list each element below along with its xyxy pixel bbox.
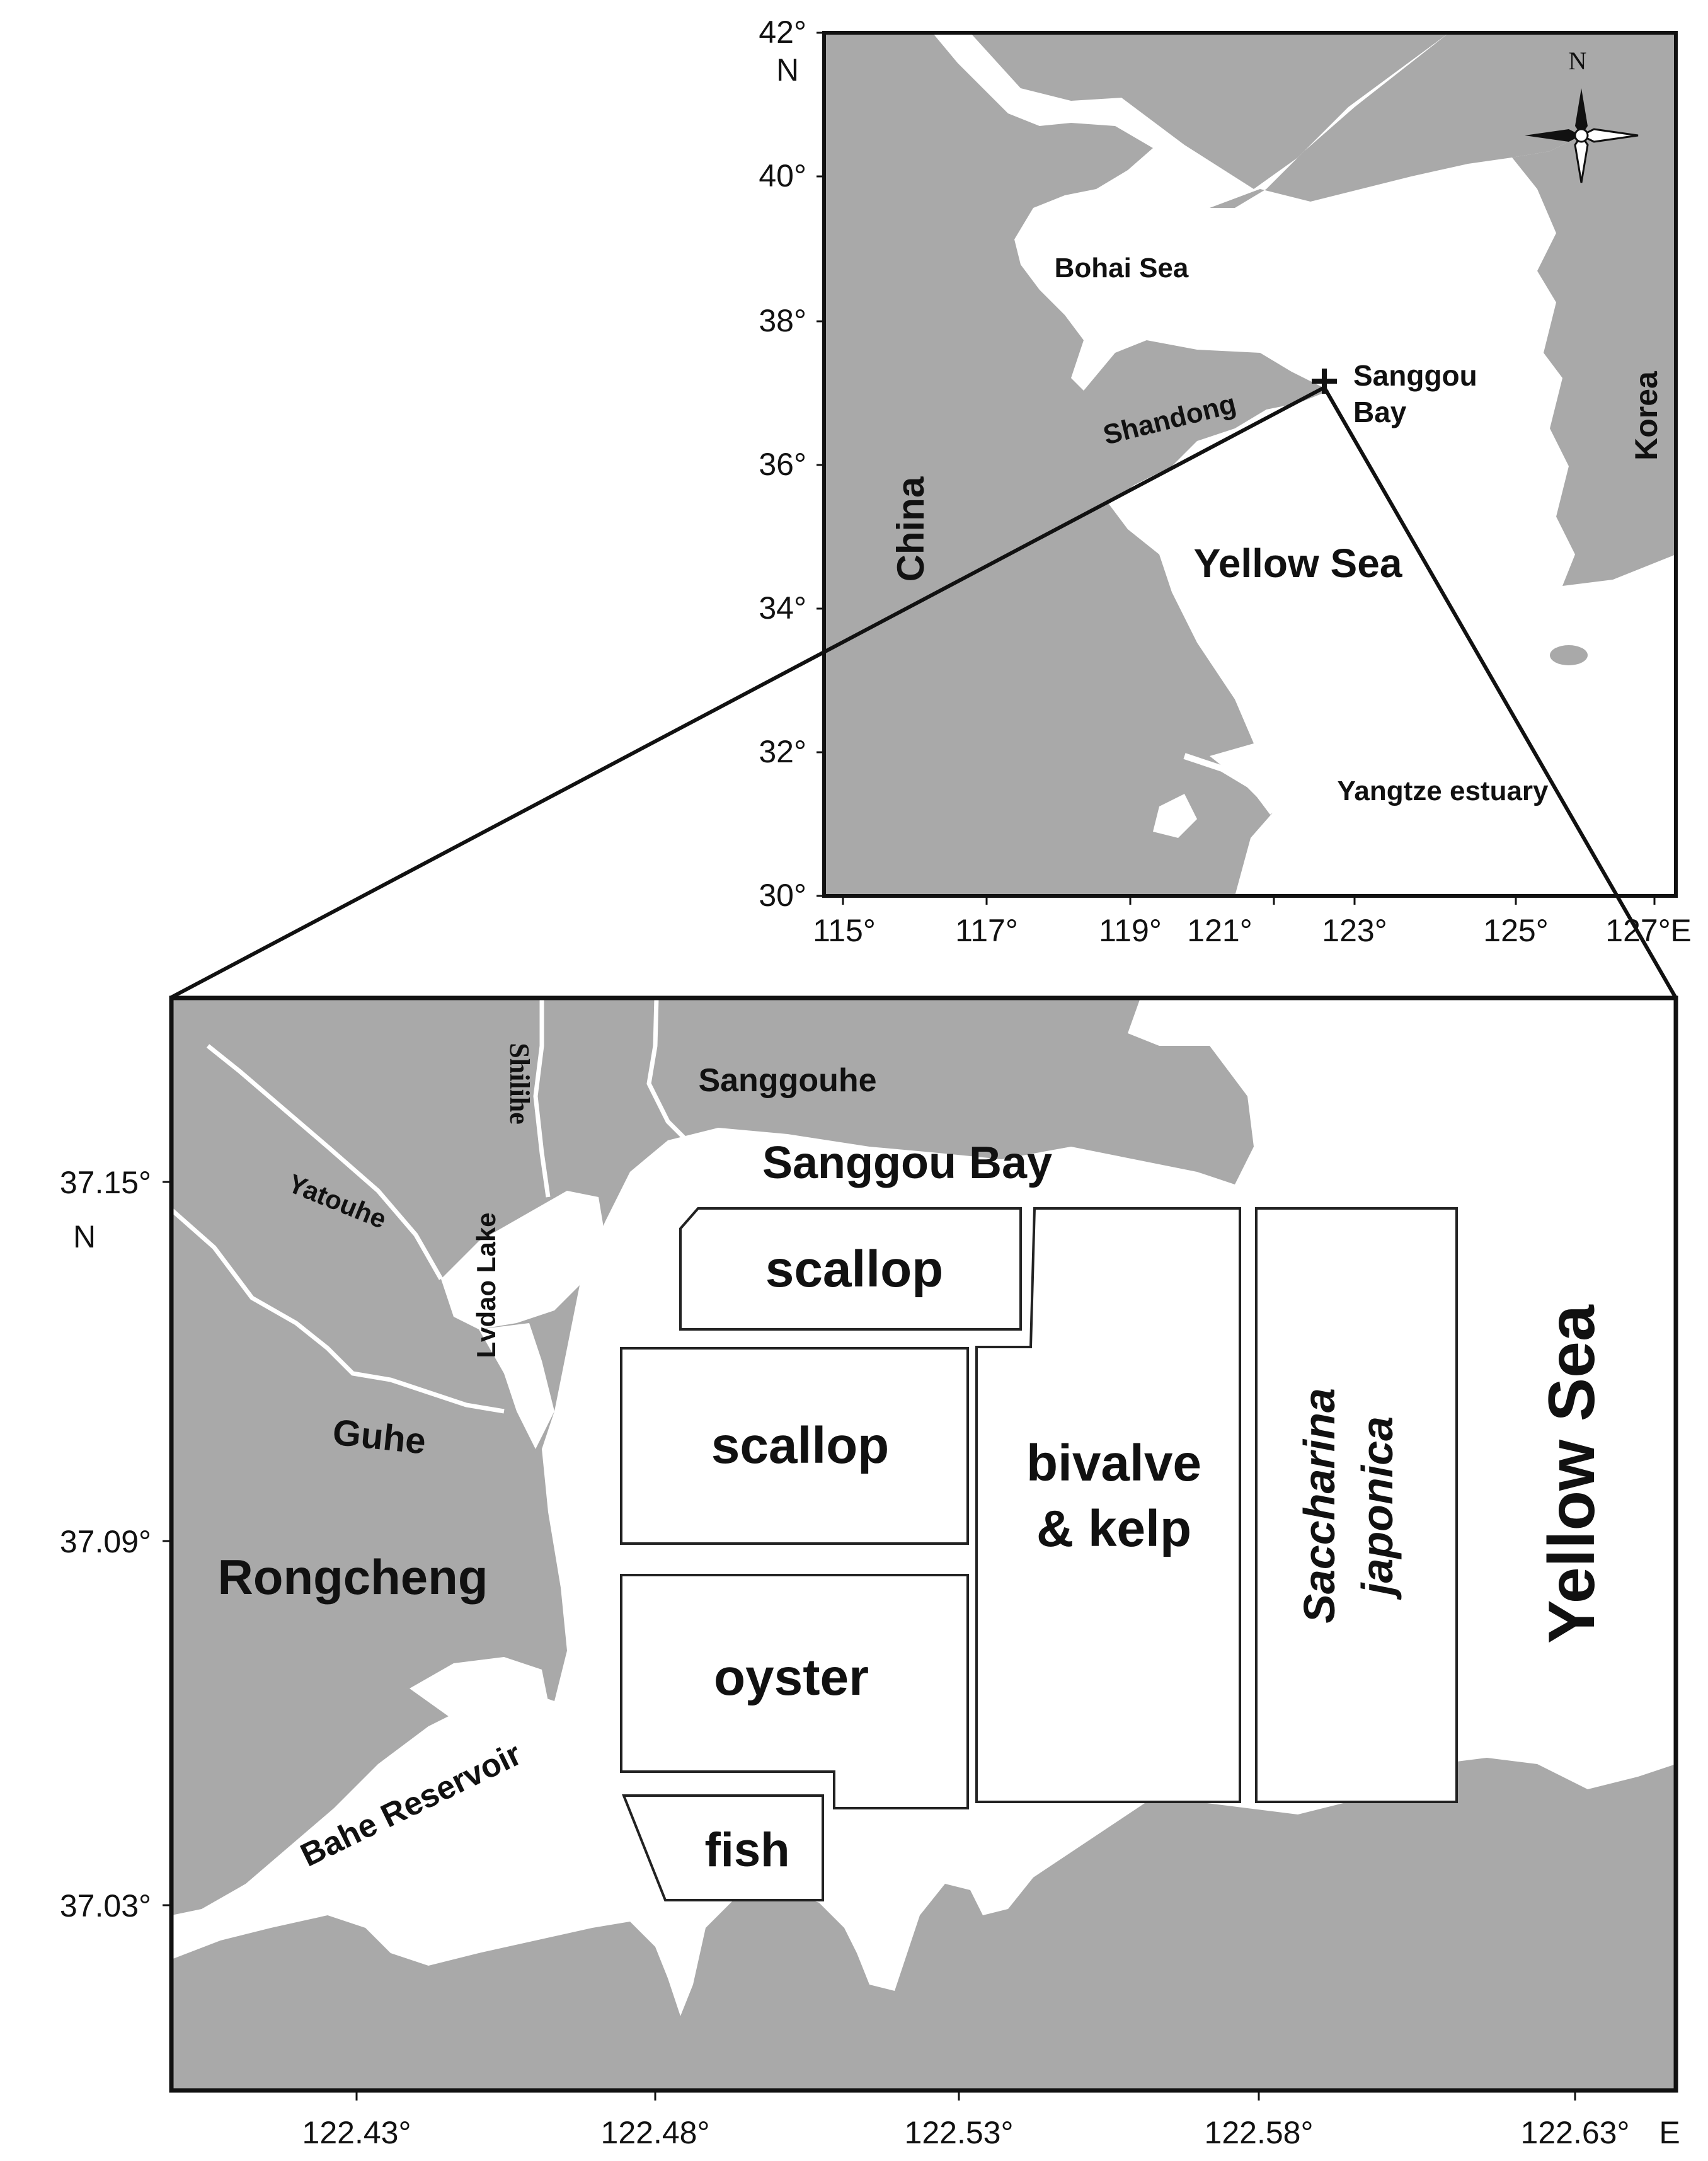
- zone-oyster: [620, 1574, 969, 1809]
- overview-lon-tick-label: 115°: [813, 913, 876, 948]
- liaodong-land: [1210, 33, 1676, 208]
- detail-lat-unit: N: [73, 1219, 96, 1254]
- shilihe-river: [533, 998, 551, 1198]
- sanggouhe-label: Sanggouhe: [698, 1062, 876, 1099]
- rongcheng-label: Rongcheng: [218, 1549, 488, 1605]
- detail-lat-tick-label: 37.15°: [60, 1165, 151, 1200]
- detail-lat-tick-label: 37.03°: [60, 1888, 151, 1923]
- korea-label: Korea: [1629, 370, 1664, 461]
- yangtze-estuary-label: Yangtze estuary: [1337, 776, 1549, 806]
- zone-bivalve-kelp: [975, 1207, 1241, 1803]
- zone-scallop-north: [679, 1207, 1022, 1331]
- zone-saccharina-label: Saccharina: [1295, 1388, 1344, 1624]
- overview-lon-axis: 115° 117° 119° 121° 123° 125° 127° E: [813, 896, 1692, 948]
- detail-map: 37.15° N 37.09° 37.03° 122.43° 122.48° 1…: [60, 995, 1680, 2150]
- bohai-sea-label: Bohai Sea: [1055, 253, 1189, 284]
- sanggou-bay-label: Bay: [1353, 396, 1407, 428]
- overview-lat-tick-label: 40°: [759, 158, 806, 193]
- overview-lon-tick-label: 117°: [955, 913, 1018, 948]
- compass-rose-icon: N: [1525, 47, 1639, 183]
- zone-scallop-north-label: scallop: [765, 1241, 944, 1298]
- overview-lon-tick-label: 119°: [1099, 913, 1162, 948]
- detail-lon-axis: 122.43° 122.48° 122.53° 122.58° 122.63° …: [302, 2090, 1680, 2150]
- bahe-reservoir-water: [410, 1657, 548, 1720]
- overview-lon-tick-label: 121°: [1187, 913, 1252, 948]
- overview-lat-tick-label: 34°: [759, 590, 806, 626]
- sanggouhe-river: [646, 998, 695, 1149]
- yellow-sea-overview-label: Yellow Sea: [1194, 541, 1402, 586]
- zone-kelp-label: & kelp: [1036, 1500, 1191, 1557]
- overview-map: 42° N 40° 38° 36° 34° 32° 30° 115° 117° …: [759, 14, 1691, 948]
- detail-lon-tick-label: 122.43°: [302, 2115, 411, 2150]
- detail-lon-tick-label: 122.48°: [601, 2115, 710, 2150]
- connector-line-left: [169, 386, 1326, 1000]
- detail-lat-axis: 37.15° N 37.09° 37.03°: [60, 1165, 171, 1923]
- overview-lat-tick-label: 36°: [759, 447, 806, 482]
- zone-fish-label: fish: [704, 1823, 789, 1877]
- yangtze-channel: [1183, 753, 1275, 815]
- overview-lat-tick-label: 42°: [759, 14, 806, 50]
- detail-lon-tick-label: 122.58°: [1205, 2115, 1314, 2150]
- overview-lat-unit: N: [776, 52, 799, 88]
- overview-lat-tick-label: 32°: [759, 734, 806, 769]
- compass-north-label: N: [1569, 47, 1587, 75]
- overview-lon-unit: E: [1670, 913, 1691, 948]
- guhe-label: Guhe: [331, 1412, 428, 1462]
- lvdao-lake: [441, 1191, 605, 1329]
- zone-bivalve-label: bivalve: [1026, 1435, 1201, 1492]
- korea-land: [1512, 126, 1676, 586]
- detail-lon-tick-label: 122.63°: [1521, 2115, 1630, 2150]
- yatouhe-river: [171, 1208, 505, 1414]
- yellow-sea-detail-label: Yellow Sea: [1535, 1304, 1608, 1644]
- overview-lon-tick-label: 123°: [1322, 913, 1387, 948]
- guhe-river: [206, 1044, 444, 1280]
- detail-lon-tick-label: 122.53°: [905, 2115, 1014, 2150]
- overview-lon-tick-label: 125°: [1483, 913, 1548, 948]
- overview-lat-axis: 42° N 40° 38° 36° 34° 32° 30°: [759, 14, 824, 913]
- zone-japonica-label: japonica: [1353, 1416, 1402, 1600]
- detail-frame: [169, 995, 1678, 2093]
- detail-lat-tick-label: 37.09°: [60, 1524, 151, 1559]
- zone-scallop-south-label: scallop: [711, 1417, 890, 1474]
- overview-lat-tick-label: 30°: [759, 878, 806, 913]
- lvdao-lake-label: Lvdao Lake: [471, 1212, 501, 1358]
- connector-line-right: [1322, 386, 1678, 999]
- zone-oyster-label: oyster: [714, 1649, 869, 1706]
- overview-lat-tick-label: 38°: [759, 303, 806, 338]
- detail-lon-unit: E: [1659, 2115, 1680, 2150]
- jeju-island: [1550, 645, 1588, 665]
- shilihe-label: Shilihe: [504, 1043, 535, 1125]
- zone-fish: [622, 1794, 824, 1901]
- yangtze-island: [1153, 794, 1197, 838]
- lake-outlet: [479, 1323, 554, 1449]
- zone-scallop-south: [620, 1347, 969, 1545]
- sanggou-bay-label: Sanggou: [1353, 359, 1477, 392]
- china-label: China: [890, 476, 932, 582]
- zone-saccharina-japonica: [1255, 1207, 1458, 1803]
- china-land: [824, 33, 1449, 896]
- sanggou-bay-detail-label: Sanggou Bay: [762, 1138, 1052, 1188]
